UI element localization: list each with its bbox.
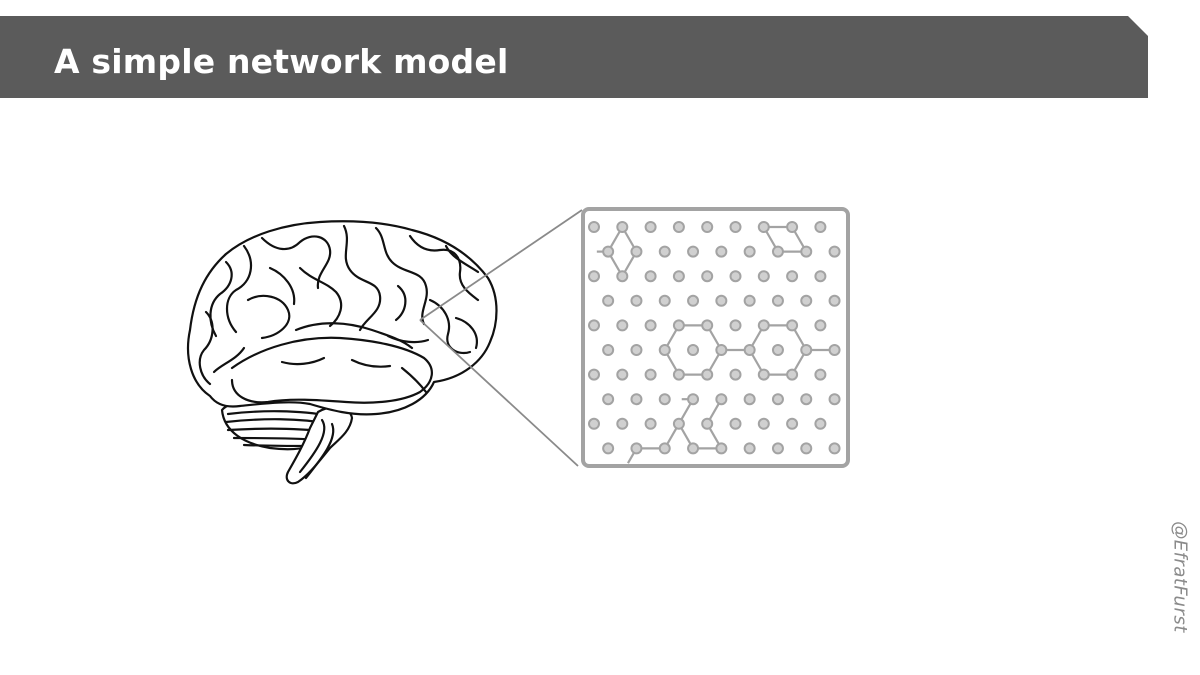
network-node	[729, 417, 742, 430]
network-node	[814, 368, 827, 381]
network-node	[616, 319, 629, 332]
network-node	[757, 319, 770, 332]
network-node	[786, 270, 799, 283]
network-node	[743, 344, 756, 356]
network-node	[828, 442, 841, 455]
network-node	[687, 294, 700, 307]
network-node	[672, 270, 685, 283]
network-node	[814, 221, 827, 233]
network-node	[743, 245, 756, 258]
network-panel	[581, 207, 850, 468]
network-node	[616, 221, 629, 233]
network-node	[786, 319, 799, 332]
title-banner	[0, 16, 1148, 98]
network-node	[658, 393, 671, 406]
network-node	[771, 344, 784, 356]
brain-illustration	[186, 220, 498, 485]
network-node	[800, 245, 813, 258]
network-node	[672, 417, 685, 430]
network-node	[828, 344, 841, 356]
network-node	[715, 442, 728, 455]
network-nodes	[588, 221, 841, 455]
network-node	[602, 294, 615, 307]
network-node	[729, 368, 742, 381]
network-node	[588, 417, 600, 430]
network-node	[786, 221, 799, 233]
network-node	[701, 319, 714, 332]
network-node	[715, 393, 728, 406]
network-node	[701, 368, 714, 381]
author-credit: @EfratFurst	[1169, 521, 1191, 633]
network-node	[743, 442, 756, 455]
network-node	[644, 368, 657, 381]
network-node	[715, 245, 728, 258]
network-node	[630, 393, 643, 406]
network-node	[616, 417, 629, 430]
network-node	[644, 417, 657, 430]
network-node	[786, 417, 799, 430]
network-node	[630, 442, 643, 455]
network-node	[757, 368, 770, 381]
network-node	[715, 294, 728, 307]
zoom-lines	[419, 209, 583, 467]
network-node	[630, 294, 643, 307]
network-node	[757, 270, 770, 283]
network-node	[814, 270, 827, 283]
network-node	[800, 344, 813, 356]
network-node	[672, 221, 685, 233]
network-node	[687, 245, 700, 258]
network-node	[828, 245, 841, 258]
network-node	[715, 344, 728, 356]
network-node	[630, 245, 643, 258]
network-node	[800, 393, 813, 406]
network-node	[757, 417, 770, 430]
network-node	[800, 294, 813, 307]
network-node	[588, 319, 600, 332]
network-node	[658, 294, 671, 307]
network-node	[771, 294, 784, 307]
network-node	[771, 245, 784, 258]
network-node	[644, 221, 657, 233]
network-node	[800, 442, 813, 455]
network-node	[630, 344, 643, 356]
network-node	[687, 393, 700, 406]
network-node	[814, 417, 827, 430]
network-node	[602, 245, 615, 258]
network-node	[616, 270, 629, 283]
cerebrum-outline	[186, 220, 498, 416]
network-node	[672, 319, 685, 332]
network-node	[672, 368, 685, 381]
network-node	[828, 393, 841, 406]
network-node	[729, 270, 742, 283]
network-node	[588, 221, 600, 233]
network-node	[729, 221, 742, 233]
network-node	[658, 442, 671, 455]
network-node	[588, 368, 600, 381]
network-node	[771, 442, 784, 455]
network-node	[644, 319, 657, 332]
network-node	[658, 245, 671, 258]
network-node	[771, 393, 784, 406]
network-node	[616, 368, 629, 381]
network-node	[743, 393, 756, 406]
network-node	[701, 270, 714, 283]
slide-title: A simple network model	[54, 42, 509, 81]
network-node	[687, 344, 700, 356]
network-node	[644, 270, 657, 283]
network-node	[602, 393, 615, 406]
network-node	[743, 294, 756, 307]
network-node	[757, 221, 770, 233]
network-node	[658, 344, 671, 356]
network-node	[602, 442, 615, 455]
network-node	[687, 442, 700, 455]
network-node	[729, 319, 742, 332]
network-node	[602, 344, 615, 356]
network-node	[814, 319, 827, 332]
network-node	[588, 270, 600, 283]
network-node	[701, 221, 714, 233]
network-node	[701, 417, 714, 430]
network-node	[786, 368, 799, 381]
network-node	[828, 294, 841, 307]
